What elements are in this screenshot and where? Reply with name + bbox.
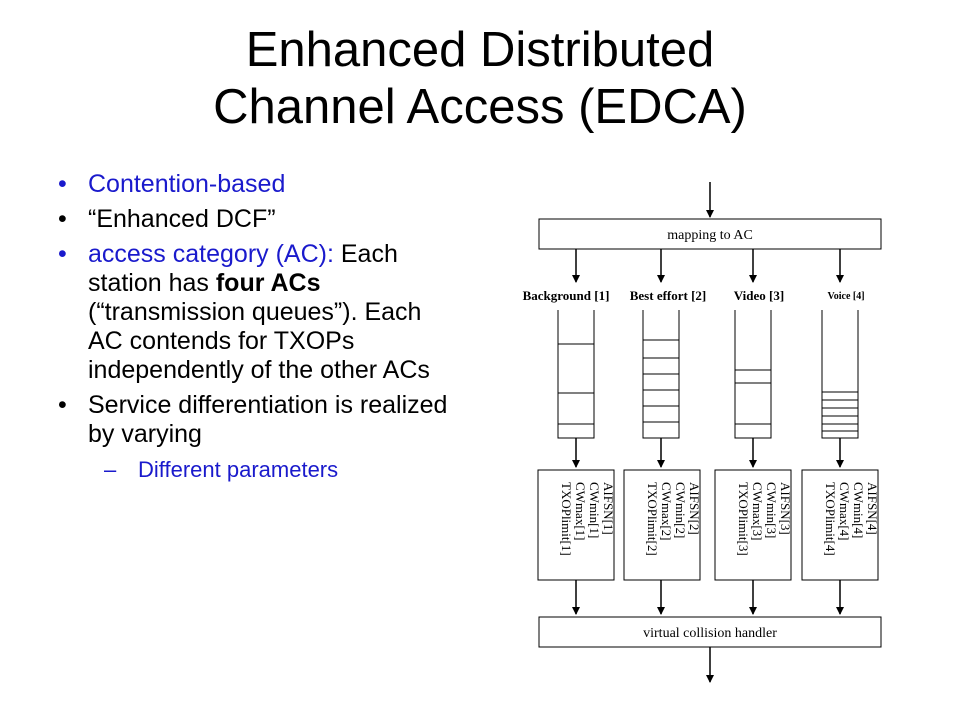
slide-title: Enhanced Distributed Channel Access (EDC… <box>0 22 960 136</box>
param-txoplimit-4: TXOPlimit[4] <box>823 482 838 556</box>
bullet-item: • Service differentiation is realized by… <box>58 391 458 449</box>
param-aifsn-4: AIFSN[4] <box>865 482 880 535</box>
queue-background <box>557 310 595 439</box>
queue-label-video: Video [3] <box>734 288 784 303</box>
param-cwmin-3: CWmin[3] <box>764 482 779 538</box>
param-aifsn-1: AIFSN[1] <box>601 482 616 535</box>
sub-bullet-text: Different parameters <box>138 457 339 482</box>
title-line-1: Enhanced Distributed <box>245 23 715 77</box>
param-box-2 <box>623 469 701 581</box>
bullet-text: Service differentiation is realized by v… <box>88 391 448 448</box>
mapping-box-label: mapping to AC <box>667 228 753 243</box>
bullet-text-bold: four ACs <box>215 269 321 297</box>
bullet-text: Each station has <box>88 240 398 297</box>
queue-label-background: Background [1] <box>523 288 610 303</box>
bullet-text: (“transmission queues”). Each AC contend… <box>88 298 430 384</box>
collision-handler-box <box>538 616 882 648</box>
bullet-item: • Contention-based <box>58 170 458 199</box>
bullet-text: “Enhanced DCF” <box>88 205 276 233</box>
param-txoplimit-2: TXOPlimit[2] <box>645 482 660 556</box>
sub-bullet-item: – Different parameters <box>58 455 458 484</box>
param-box-4 <box>801 469 879 581</box>
param-aifsn-3: AIFSN[3] <box>778 482 793 535</box>
collision-handler-label: virtual collision handler <box>643 626 777 641</box>
param-box-3 <box>714 469 792 581</box>
queue-label-voice: Voice [4] <box>827 291 864 302</box>
bullet-text: Contention-based <box>88 170 286 198</box>
bullet-text-blue: access category (AC): <box>88 240 334 268</box>
queue-video <box>734 310 772 439</box>
param-cwmax-1: CWmax[1] <box>573 482 588 540</box>
bullet-dot: • <box>58 170 67 198</box>
queue-label-best-effort: Best effort [2] <box>630 288 707 303</box>
param-cwmin-2: CWmin[2] <box>673 482 688 538</box>
bullet-dot: • <box>58 391 67 419</box>
param-txoplimit-1: TXOPlimit[1] <box>559 482 574 556</box>
bullet-list: • Contention-based • “Enhanced DCF” • ac… <box>58 170 458 484</box>
param-txoplimit-3: TXOPlimit[3] <box>736 482 751 556</box>
queue-best-effort <box>642 310 680 439</box>
param-cwmax-3: CWmax[3] <box>750 482 765 540</box>
bullet-item: • “Enhanced DCF” <box>58 205 458 234</box>
sub-bullet-dash: – <box>104 457 117 482</box>
bullet-item: • access category (AC): Each station has… <box>58 240 458 385</box>
param-cwmax-2: CWmax[2] <box>659 482 674 540</box>
param-cwmin-1: CWmin[1] <box>587 482 602 538</box>
param-cwmax-4: CWmax[4] <box>837 482 852 540</box>
bullet-dot: • <box>58 205 67 233</box>
param-cwmin-4: CWmin[4] <box>851 482 866 538</box>
param-aifsn-2: AIFSN[2] <box>687 482 702 535</box>
mapping-box <box>538 218 882 250</box>
bullet-dot: • <box>58 240 67 268</box>
queue-voice <box>821 310 859 439</box>
title-line-2: Channel Access (EDCA) <box>213 80 747 134</box>
param-box-1 <box>537 469 615 581</box>
